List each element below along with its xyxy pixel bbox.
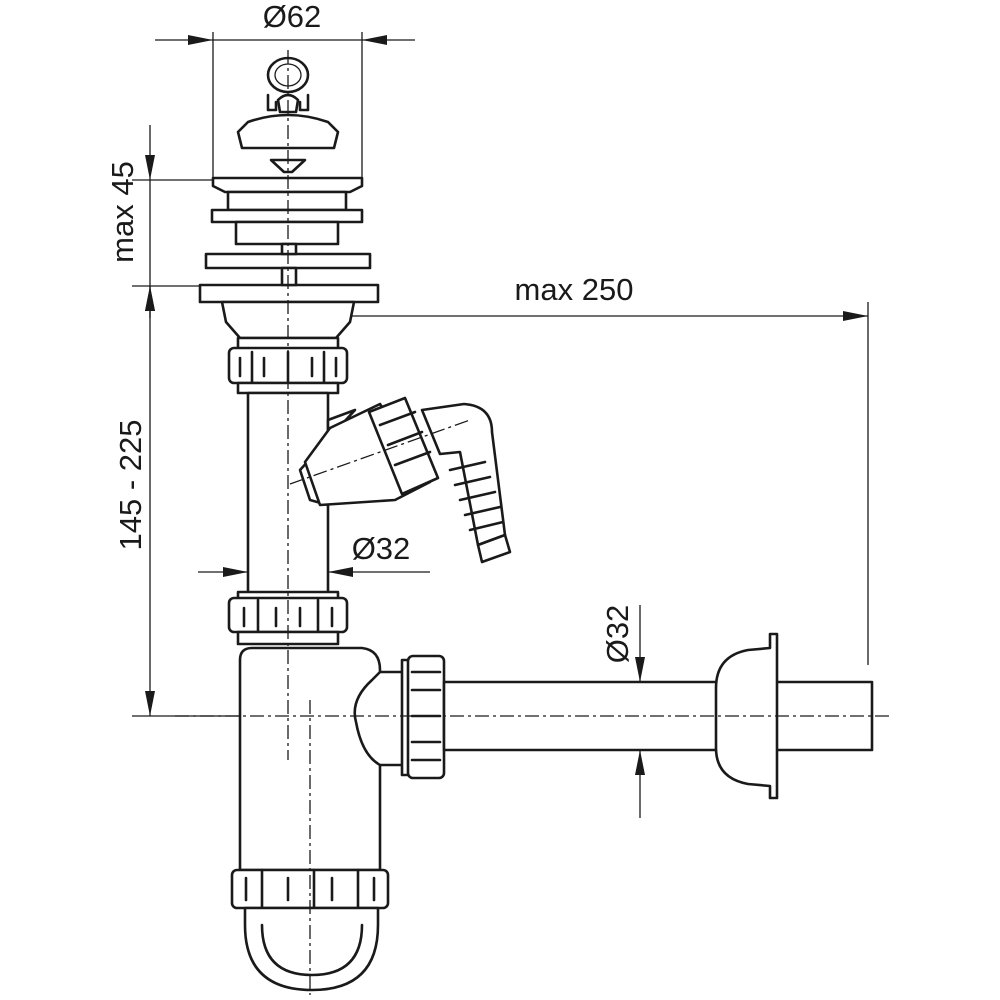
siphon-bottle xyxy=(230,646,412,992)
max-length-label: max 250 xyxy=(515,272,634,307)
pipe-diameter-horizontal-label: Ø32 xyxy=(600,605,635,664)
dimension-max-height: max 45 xyxy=(105,125,215,318)
center-lines xyxy=(175,50,890,995)
waste-outlet xyxy=(198,176,380,340)
dimension-max-length: max 250 xyxy=(290,272,869,665)
pipe-diameter-vertical-label: Ø32 xyxy=(352,531,411,566)
middle-nut xyxy=(227,590,349,646)
height-range-label: 145 - 225 xyxy=(113,420,148,551)
max-height-label: max 45 xyxy=(105,161,140,263)
upper-nut xyxy=(227,336,349,395)
dimension-height-range: 145 - 225 xyxy=(113,286,240,717)
top-diameter-label: Ø62 xyxy=(263,0,322,34)
side-branch-connector xyxy=(303,396,512,564)
dimension-top-diameter: Ø62 xyxy=(155,0,415,178)
